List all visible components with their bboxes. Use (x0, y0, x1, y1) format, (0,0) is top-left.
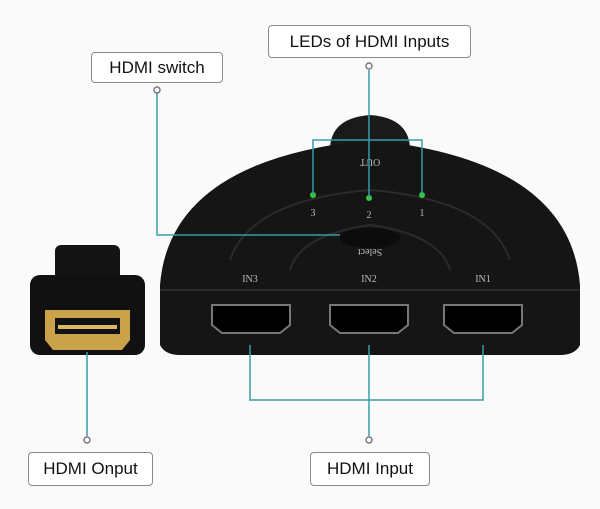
led-number: 1 (420, 208, 425, 219)
hdmi-port-in1 (443, 304, 523, 334)
anchor-dot (153, 86, 161, 94)
select-text: Select (358, 246, 383, 257)
anchor-dot (83, 436, 91, 444)
port-label: IN2 (361, 274, 377, 285)
led-number: 3 (311, 208, 316, 219)
hdmi-plug (30, 245, 145, 355)
hdmi-port-in3 (211, 304, 291, 334)
anchor-dot (365, 436, 373, 444)
select-button (340, 228, 400, 248)
anchor-dot (365, 62, 373, 70)
hdmi-input-label: HDMI Input (310, 452, 430, 486)
callout-lines (86, 70, 484, 436)
hdmi-port-in2 (329, 304, 409, 334)
port-label: IN1 (475, 274, 491, 285)
out-text: OUT (360, 156, 381, 167)
hdmi-output-label: HDMI Onput (28, 452, 153, 486)
port-label: IN3 (242, 274, 258, 285)
led-number: 2 (367, 210, 372, 221)
out-port-housing (330, 115, 410, 150)
hdmi-switch-label: HDMI switch (91, 52, 223, 83)
leds-label: LEDs of HDMI Inputs (268, 25, 471, 58)
